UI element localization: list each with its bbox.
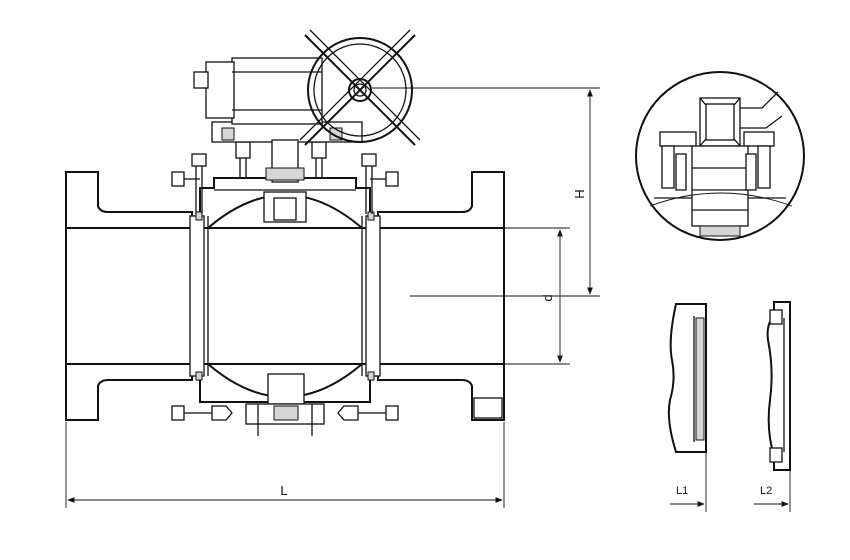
dimension-h: H bbox=[372, 87, 600, 297]
detail-circle bbox=[635, 71, 805, 241]
handwheel-hub bbox=[348, 78, 372, 102]
left-flange bbox=[65, 171, 193, 421]
section-l1-profile bbox=[667, 303, 707, 453]
handwheel[interactable] bbox=[299, 29, 421, 146]
dimension-d-label: d bbox=[540, 294, 555, 301]
bonnet-bolts-left bbox=[171, 153, 207, 214]
section-l2: L2 bbox=[754, 301, 791, 512]
dimension-l2-label: L2 bbox=[760, 485, 772, 497]
bonnet-bolts-right bbox=[361, 153, 399, 214]
detail-content bbox=[649, 91, 793, 237]
handwheel-spoke-2 bbox=[304, 34, 416, 146]
dimension-l: L bbox=[65, 422, 505, 508]
right-flange-lug bbox=[473, 397, 503, 419]
handwheel-rim bbox=[307, 37, 413, 143]
section-l2-profile bbox=[766, 301, 791, 471]
bottom-bolts bbox=[171, 405, 399, 421]
dimension-l1-label: L1 bbox=[676, 485, 688, 497]
dimension-l-label: L bbox=[280, 483, 287, 498]
section-l1: L1 bbox=[667, 303, 707, 512]
dimension-h-label: H bbox=[572, 189, 587, 198]
detail-view bbox=[635, 71, 805, 241]
gear-operator bbox=[193, 57, 363, 183]
valve-body bbox=[65, 141, 505, 436]
right-flange bbox=[377, 171, 505, 421]
dimension-d: d bbox=[504, 227, 570, 365]
